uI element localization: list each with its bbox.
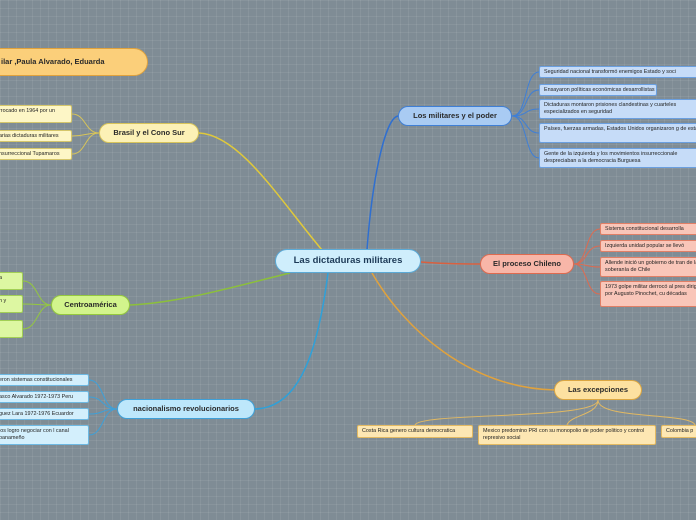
links-nacionalismo-items (88, 379, 118, 436)
links-excepciones-items (414, 399, 696, 426)
authors-node[interactable]: ilar ,Paula Alvarado, Eduarda (0, 48, 148, 76)
links-centroamerica-items (22, 280, 52, 330)
topic-excepciones[interactable]: Las excepciones (554, 380, 642, 400)
links-militares-items (511, 71, 540, 159)
link-chileno (420, 261, 481, 265)
topic-nacionalismo[interactable]: nacionalismo revolucionarios (117, 399, 255, 419)
militares-item-4[interactable]: Países, fuerzas armadas, Estados Unidos … (539, 123, 696, 143)
topic-chileno[interactable]: El proceso Chileno (480, 254, 574, 274)
nacionalismo-item-1[interactable]: eron sistemas constitucionales (0, 374, 89, 386)
links-chileno-items (573, 228, 601, 295)
link-centroamerica (129, 272, 291, 306)
chileno-item-4[interactable]: 1973 golpe militar derrocó al pres dirig… (600, 281, 696, 307)
militares-item-1[interactable]: Seguridad nacional transformó enemigos E… (539, 66, 696, 78)
nacionalismo-item-2[interactable]: asco Alvarado 1972-1973 Peru (0, 391, 89, 403)
centroamerica-item-3[interactable] (0, 320, 23, 338)
link-militares (366, 115, 399, 251)
link-brasil (198, 132, 323, 251)
chileno-item-2[interactable]: Izquierda unidad popular se llevó (600, 240, 696, 252)
chileno-item-1[interactable]: Sistema constitucional desarrolla (600, 223, 696, 235)
brasil-item-1[interactable]: rrocado en 1964 por un (0, 105, 72, 123)
excepciones-item-3[interactable]: Colombia p (661, 425, 696, 438)
topic-militares[interactable]: Los militares y el poder (398, 106, 512, 126)
brasil-item-2[interactable]: arias dictaduras militares (0, 130, 72, 142)
link-nacionalismo (254, 272, 329, 410)
brasil-item-3[interactable]: nsurreccional Tupamaros (0, 148, 72, 160)
nacionalismo-item-3[interactable]: guez Lara 1972-1976 Ecuardor (0, 408, 89, 420)
nacionalismo-item-4[interactable]: jos logro negociar con l canal panameño (0, 425, 89, 445)
centroamerica-item-1[interactable]: a (0, 272, 23, 290)
militares-item-5[interactable]: Gente de la izquierda y los movimientos … (539, 148, 696, 168)
excepciones-item-1[interactable]: Costa Rica genero cultura democratica (357, 425, 473, 438)
central-topic[interactable]: Las dictaduras militares (275, 249, 421, 273)
excepciones-item-2[interactable]: Mexico predomino PRI con su monopolio de… (478, 425, 656, 445)
topic-centroamerica[interactable]: Centroamérica (51, 295, 130, 315)
topic-brasil[interactable]: Brasil y el Cono Sur (99, 123, 199, 143)
centroamerica-item-2[interactable]: n y (0, 295, 23, 313)
links-brasil-items (71, 113, 100, 155)
chileno-item-3[interactable]: Allende inició un gobierno de tran de la… (600, 257, 696, 277)
link-excepciones (371, 272, 556, 391)
militares-item-3[interactable]: Dictaduras montaron prisiones clandestin… (539, 99, 696, 119)
militares-item-2[interactable]: Ensayaron políticas económicas desarroll… (539, 84, 657, 96)
